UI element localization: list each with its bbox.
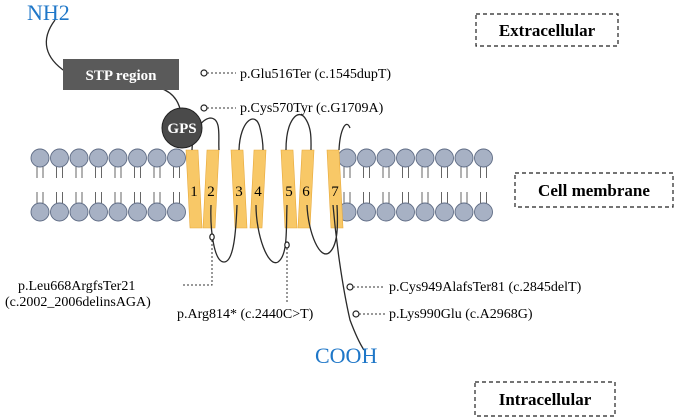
mutation-lys990-label: p.Lys990Glu (c.A2968G) xyxy=(389,307,533,322)
lipid-head xyxy=(357,202,376,222)
gps-label: GPS xyxy=(167,121,196,137)
helix-6: 6 xyxy=(297,149,315,229)
helix-shape xyxy=(202,149,220,229)
mutation-arg814-label: p.Arg814* (c.2440C>T) xyxy=(177,307,314,322)
lipid-head xyxy=(147,202,167,222)
lipid-head xyxy=(167,148,186,168)
mutation-cys570-label: p.Cys570Tyr (c.G1709A) xyxy=(240,101,384,116)
backbone-chain xyxy=(191,113,365,351)
lipid-head xyxy=(108,202,128,222)
lipid-head xyxy=(50,202,69,222)
helix-number: 1 xyxy=(190,184,198,200)
mutation-cys570: p.Cys570Tyr (c.G1709A) xyxy=(200,101,384,116)
helix-5: 5 xyxy=(280,149,298,229)
helix-7: 7 xyxy=(326,149,344,229)
gps-domain: GPS xyxy=(161,107,203,149)
helix-shape xyxy=(185,149,203,229)
lipid-head xyxy=(474,148,493,168)
lipid-bilayer xyxy=(30,148,493,222)
lipid-head xyxy=(128,202,147,222)
cell-membrane-text: Cell membrane xyxy=(538,181,650,200)
helix-number: 2 xyxy=(207,184,215,200)
lipid-head xyxy=(454,202,474,222)
mutation-glu516: p.Glu516Ter (c.1545dupT) xyxy=(200,67,391,82)
mutation-leu668-cdna-label: (c.2002_2006delinsAGA) xyxy=(5,295,151,310)
lipid-head xyxy=(30,202,50,222)
lipid-head xyxy=(69,202,89,222)
mutation-arg814: p.Arg814* (c.2440C>T) xyxy=(177,241,314,322)
lipid-head xyxy=(30,148,50,168)
mutation-leu668-protein-label: p.Leu668ArgfsTer21 xyxy=(18,279,135,294)
helix-number: 7 xyxy=(331,184,339,200)
helix-number: 5 xyxy=(285,184,293,200)
helix-4: 4 xyxy=(249,149,267,229)
helix-3: 3 xyxy=(230,149,248,229)
lipid-head xyxy=(376,148,396,168)
mutation-leu668: p.Leu668ArgfsTer21 (c.2002_2006delinsAGA… xyxy=(5,233,215,310)
extracellular-region-label: Extracellular xyxy=(475,13,619,47)
stp-region-label: STP region xyxy=(86,68,158,84)
lipid-head xyxy=(474,202,493,222)
extracellular-text: Extracellular xyxy=(499,21,596,40)
helix-shape xyxy=(326,149,344,229)
lipid-head xyxy=(50,148,69,168)
intracellular-text: Intracellular xyxy=(499,390,592,409)
lipid-head xyxy=(415,202,435,222)
lipid-head xyxy=(357,148,376,168)
mutation-cys949: p.Cys949AlafsTer81 (c.2845delT) xyxy=(346,280,582,295)
lipid-head xyxy=(376,202,396,222)
lipid-head xyxy=(69,148,89,168)
mutation-lys990: p.Lys990Glu (c.A2968G) xyxy=(352,307,533,322)
intracellular-region-label: Intracellular xyxy=(474,381,616,417)
lipid-head xyxy=(89,148,108,168)
helix-number: 4 xyxy=(254,184,262,200)
lipid-head xyxy=(147,148,167,168)
lipid-head xyxy=(89,202,108,222)
mutation-glu516-label: p.Glu516Ter (c.1545dupT) xyxy=(240,67,391,82)
lipid-head xyxy=(396,148,415,168)
lipid-head xyxy=(396,202,415,222)
helix-2: 2 xyxy=(202,149,220,229)
lipid-head xyxy=(435,202,454,222)
n-terminus-label: NH2 xyxy=(27,0,70,25)
mutation-cys949-label: p.Cys949AlafsTer81 (c.2845delT) xyxy=(389,280,582,295)
lipid-head xyxy=(128,148,147,168)
lipid-head xyxy=(454,148,474,168)
stp-region-domain: STP region xyxy=(63,59,179,90)
c-terminus-label: COOH xyxy=(315,343,377,368)
helix-number: 3 xyxy=(235,184,243,200)
lipid-head xyxy=(435,148,454,168)
helix-1: 1 xyxy=(185,149,203,229)
n-terminal-chain xyxy=(45,19,67,73)
lipid-head xyxy=(167,202,186,222)
lipid-head xyxy=(108,148,128,168)
helix-shape xyxy=(280,149,298,229)
lipid-head xyxy=(415,148,435,168)
helix-number: 6 xyxy=(302,184,310,200)
helix-shape xyxy=(249,149,267,229)
lipid-head xyxy=(337,148,357,168)
cell-membrane-region-label: Cell membrane xyxy=(514,172,674,208)
